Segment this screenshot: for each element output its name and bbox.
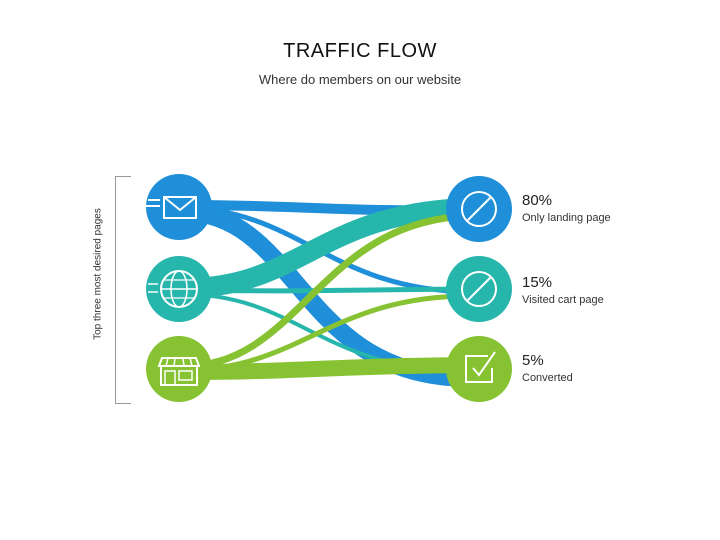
flow-store-to-converted [184,357,471,380]
sources-bracket [115,176,131,404]
source-email [146,174,212,240]
storefront-icon [157,357,201,386]
source-globe [146,256,212,322]
outcome-converted-label: 5% Converted [522,352,573,384]
outcome-converted [446,336,512,402]
outcome-cart-label: 15% Visited cart page [522,274,604,306]
outcome-description: Visited cart page [522,294,604,306]
no-entry-icon [461,191,497,227]
outcome-description: Converted [522,372,573,384]
outcome-description: Only landing page [522,212,611,224]
diagram-title: TRAFFIC FLOW [283,40,437,62]
outcome-percent: 5% [522,352,544,369]
flow-store-to-landing [184,212,471,370]
flow-globe-to-landing [184,198,471,298]
diagram-subtitle: Where do members on our website [258,72,462,87]
outcome-landing-label: 80% Only landing page [522,192,611,224]
no-entry-icon [461,271,497,307]
checkbox-icon [465,351,496,383]
outcome-percent: 80% [522,192,553,209]
envelope-icon [146,196,197,219]
globe-icon [148,270,198,308]
outcome-landing [446,176,512,242]
outcome-percent: 15% [522,274,553,291]
source-storefront [146,336,212,402]
outcome-cart [446,256,512,322]
flow-globe-to-cart [184,286,471,294]
